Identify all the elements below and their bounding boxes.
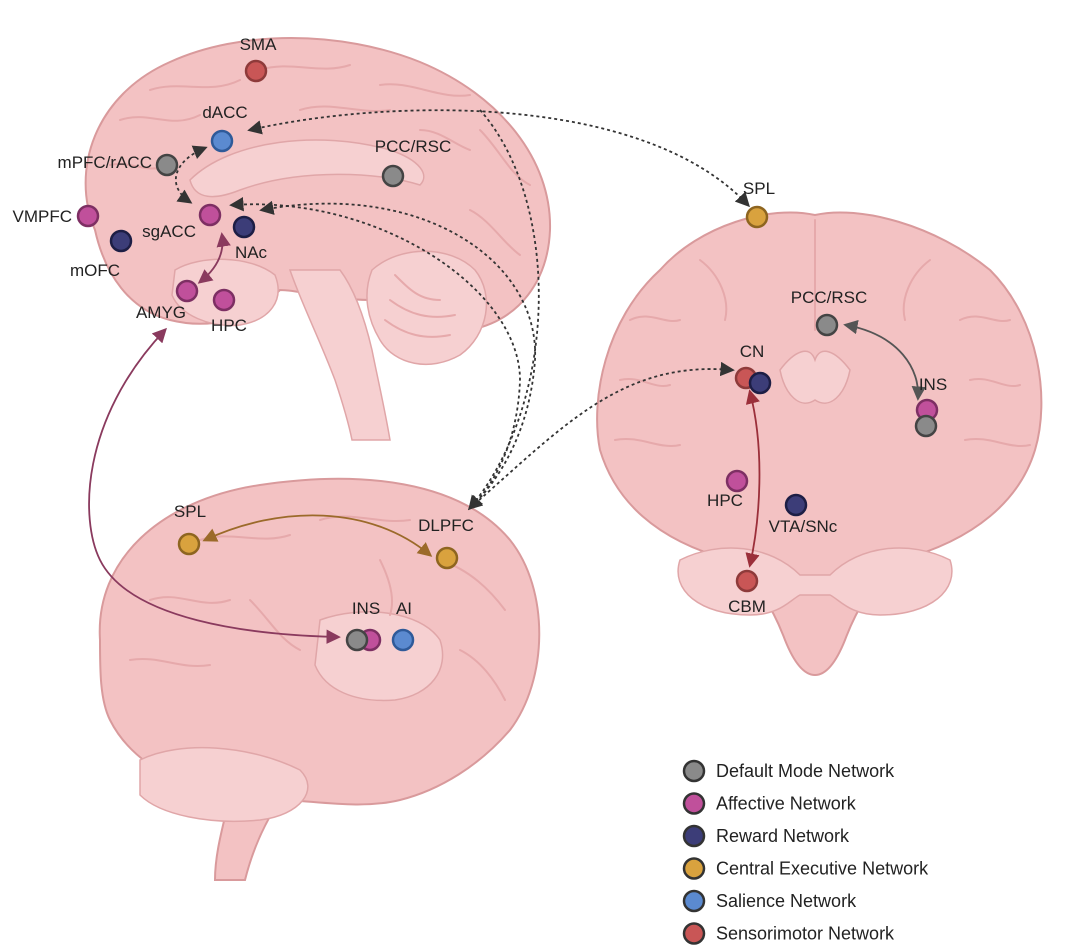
node-pcc-sagittal	[381, 164, 405, 188]
node-cn-reward	[748, 371, 772, 395]
arrow-sgacc-dlpfc	[229, 197, 521, 509]
legend-label: Central Executive Network	[716, 859, 929, 879]
node-sgacc	[198, 203, 222, 227]
label-dlpfc: DLPFC	[418, 516, 474, 535]
arrow-dacc-coronal-spl	[247, 109, 750, 208]
label-ai: AI	[396, 599, 412, 618]
label-vta: VTA/SNc	[769, 517, 838, 536]
nodes	[76, 59, 939, 652]
coronal-ventricles	[779, 350, 851, 404]
node-ai	[391, 628, 415, 652]
legend-swatch	[682, 824, 706, 848]
node-hpc-sagittal	[212, 288, 236, 312]
label-hpc-sagittal: HPC	[211, 316, 247, 335]
label-mpfc: mPFC/rACC	[58, 153, 152, 172]
label-pcc-coronal: PCC/RSC	[791, 288, 868, 307]
node-sma	[244, 59, 268, 83]
label-sgacc: sgACC	[142, 222, 196, 241]
legend-label: Salience Network	[716, 891, 857, 911]
coronal-cortex	[596, 211, 1043, 677]
node-cbm	[735, 569, 759, 593]
arrow-dlpfc-cn	[469, 361, 735, 509]
label-spl-lateral: SPL	[174, 502, 206, 521]
label-sma: SMA	[240, 35, 278, 54]
node-spl-lateral	[177, 532, 201, 556]
region-labels: SMA dACC mPFC/rACC PCC/RSC VMPFC sgACC N…	[13, 35, 948, 618]
node-mpfc	[155, 153, 179, 177]
label-amyg: AMYG	[136, 303, 186, 322]
legend-label: Default Mode Network	[716, 761, 895, 781]
coronal-brain	[596, 211, 1043, 677]
label-dacc: dACC	[202, 103, 247, 122]
label-cbm: CBM	[728, 597, 766, 616]
node-vmpfc	[76, 204, 100, 228]
label-pcc-sagittal: PCC/RSC	[375, 137, 452, 156]
legend-label: Reward Network	[716, 826, 850, 846]
lateral-insula-region	[314, 611, 444, 702]
label-cn: CN	[740, 342, 765, 361]
sagittal-cerebellum	[366, 250, 488, 366]
legend-label: Affective Network	[716, 794, 857, 814]
node-hpc-coronal	[725, 469, 749, 493]
label-ins-lateral: INS	[352, 599, 380, 618]
node-ins-lateral-default	[345, 628, 369, 652]
label-spl-coronal: SPL	[743, 179, 775, 198]
label-vmpfc: VMPFC	[13, 207, 73, 226]
arrow-pcc-ins-coronal	[843, 320, 926, 401]
legend-swatch	[682, 792, 706, 815]
legend-swatch	[682, 759, 706, 783]
label-hpc-coronal: HPC	[707, 491, 743, 510]
connections	[88, 109, 926, 644]
legend-swatch	[682, 889, 706, 913]
label-nac: NAc	[235, 243, 268, 262]
legend-swatch	[682, 857, 706, 880]
node-mofc	[109, 229, 133, 253]
arrow-amyg-ins	[88, 327, 341, 644]
arrow-sgacc-amyg	[197, 232, 231, 284]
lateral-cortex	[98, 477, 541, 881]
node-nac	[232, 215, 256, 239]
arrow-nac-dlpfc	[259, 200, 536, 510]
legend-label: Sensorimotor Network	[716, 924, 895, 944]
arrow-dacc-dlpfc	[468, 109, 540, 511]
node-amyg	[175, 279, 199, 303]
lateral-brain	[98, 477, 541, 881]
arrow-spl-dlpfc-lateral	[202, 514, 433, 557]
node-spl-coronal	[745, 205, 769, 229]
lateral-cerebellum	[139, 746, 309, 823]
node-dacc	[210, 129, 234, 153]
node-dlpfc	[435, 546, 459, 570]
arrow-cn-cbm	[745, 389, 761, 568]
label-mofc: mOFC	[70, 261, 120, 280]
arrow-mpfc-loop	[174, 145, 208, 204]
label-ins-coronal: INS	[919, 375, 947, 394]
node-pcc-coronal	[815, 313, 839, 337]
node-vta	[784, 493, 808, 517]
legend-swatch	[682, 922, 706, 945]
node-ins-coronal-default	[914, 414, 938, 438]
